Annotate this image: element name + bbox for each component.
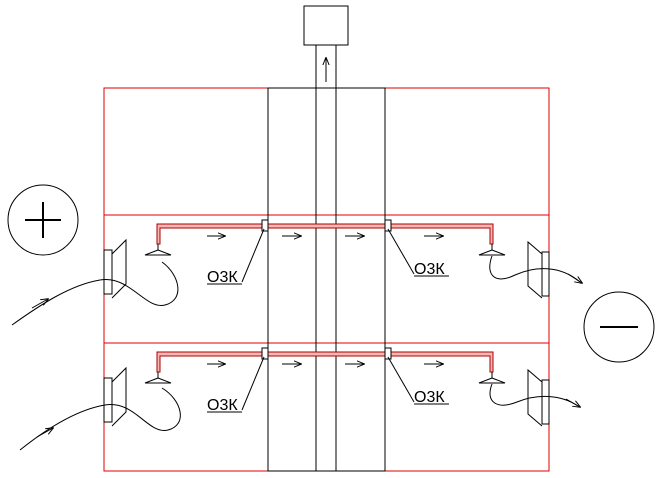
minus-symbol (583, 291, 655, 363)
fire-damper-right (384, 219, 392, 232)
fire-damper-left (261, 347, 269, 360)
plus-symbol (7, 184, 79, 256)
diffuser-right (478, 244, 506, 256)
fire-damper-right (384, 347, 392, 360)
damper-label-upper-left: О3К (207, 269, 238, 286)
floor-upper: О3К О3К (11, 219, 582, 326)
exhaust-fan-box (303, 5, 349, 46)
diffuser-right (478, 372, 506, 384)
fire-damper-left (261, 219, 269, 232)
diffuser-left (144, 244, 172, 256)
damper-label-lower-left: О3К (207, 397, 238, 414)
supply-grille-left (103, 366, 127, 427)
building-outline (103, 87, 550, 472)
floor-lower: О3К О3К (19, 347, 580, 451)
damper-label-lower-right: О3К (414, 389, 445, 406)
diffuser-left (144, 372, 172, 384)
damper-label-upper-right: О3К (414, 261, 445, 278)
central-shaft (267, 5, 386, 472)
exhaust-grille-right (527, 368, 550, 427)
supply-grille-left (103, 238, 127, 299)
exhaust-grille-right (527, 240, 550, 299)
